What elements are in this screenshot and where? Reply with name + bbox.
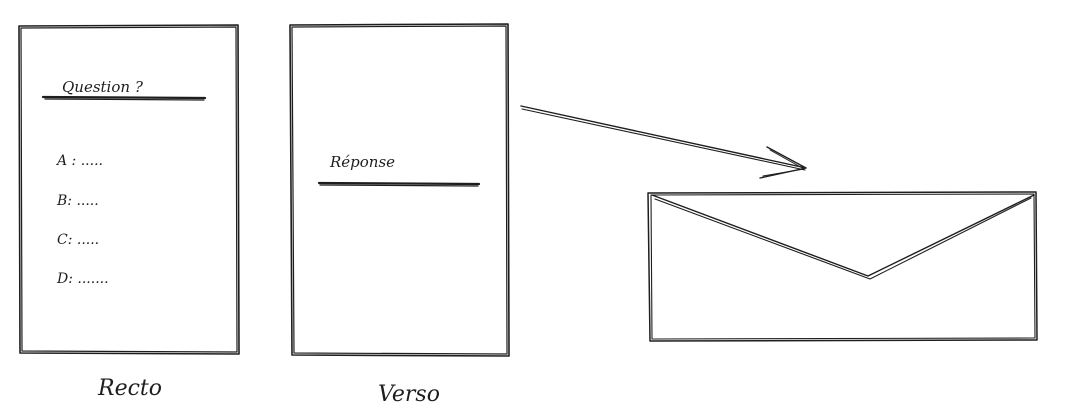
verso-answer-label: Réponse <box>329 153 395 171</box>
envelope <box>647 191 1038 342</box>
verso-card: Réponse Verso <box>289 23 510 407</box>
recto-question-label: Question ? <box>62 78 144 96</box>
recto-option-b: B: ..... <box>56 193 99 209</box>
recto-question-underline <box>41 95 207 101</box>
arrow-to-envelope <box>520 105 807 179</box>
recto-option-c: C: ..... <box>57 232 99 248</box>
verso-caption: Verso <box>378 382 440 407</box>
envelope-flap <box>651 194 1035 280</box>
recto-caption: Recto <box>97 376 162 401</box>
verso-card-outline <box>289 23 510 357</box>
envelope-body <box>647 191 1038 342</box>
recto-card-outline <box>18 24 240 355</box>
recto-card: Question ? A : ..... B: ..... C: ..... D… <box>18 24 240 401</box>
verso-answer-underline <box>317 181 481 187</box>
recto-option-d: D: ....... <box>56 271 109 287</box>
recto-option-a: A : ..... <box>55 153 103 169</box>
